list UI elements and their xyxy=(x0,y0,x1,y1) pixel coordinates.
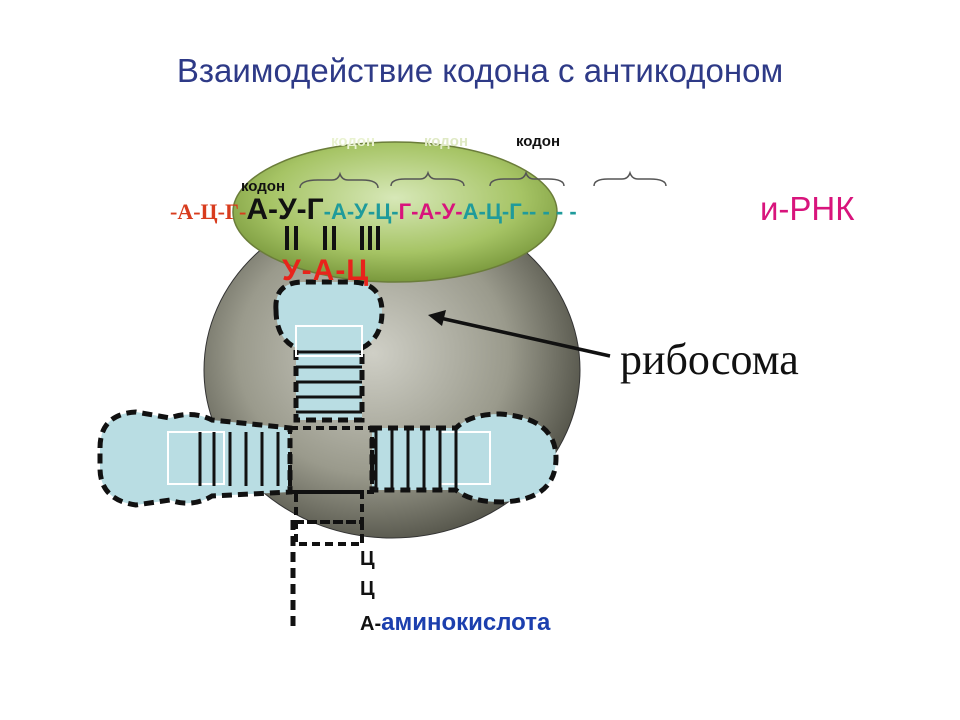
amino-text: аминокислота xyxy=(381,609,551,636)
trna-tail-base-1: Ц xyxy=(360,548,375,570)
codon-label-2: кодон xyxy=(424,133,469,150)
trna-junction xyxy=(288,426,374,546)
trna-stem-rungs xyxy=(296,350,362,414)
ribosome-pointer-line xyxy=(439,316,611,358)
amino-prefix: А- xyxy=(360,613,382,635)
trna-tail-base-2: Ц xyxy=(360,578,375,600)
codon-label-4: кодон xyxy=(241,178,286,195)
codon-label-1: кодон xyxy=(331,133,376,150)
mrna-segment-5: А-Ц-Г- xyxy=(462,199,530,224)
trna-left-arm-box xyxy=(167,431,225,485)
mrna-segment-3: -А-У-Ц- xyxy=(323,199,399,224)
ribosome-small-subunit xyxy=(232,141,558,283)
trna-right-arm-rungs xyxy=(374,430,458,488)
trna-left-arm-rungs xyxy=(198,432,280,486)
codon-braces xyxy=(299,170,667,189)
anticodon: У-А-Ц xyxy=(282,254,370,287)
mrna-segment-1: -А-Ц-Г- xyxy=(170,199,247,224)
mrna-start-codon: А-У-Г xyxy=(246,193,324,226)
hydrogen-bonds xyxy=(285,226,380,250)
ribosome-label: рибосома xyxy=(620,335,799,384)
codon-label-3: кодон xyxy=(516,133,561,150)
amino-acid-label: А-аминокислота xyxy=(360,609,550,637)
ribosome-pointer-arrowhead xyxy=(428,310,446,326)
mrna-sequence: -А-Ц-Г-А-У-Г-А-У-Ц-Г-А-У-А-Ц-Г- - - - - xyxy=(170,193,577,227)
mrna-segment-4: Г-А-У- xyxy=(398,199,463,224)
trna-right-arm xyxy=(369,411,559,505)
page-title: Взаимодействие кодона с антикодоном xyxy=(176,52,784,89)
mrna-label: и-РНК xyxy=(760,190,855,227)
mrna-continuation: - - - - xyxy=(529,199,577,224)
trna-stem-box xyxy=(295,325,363,357)
